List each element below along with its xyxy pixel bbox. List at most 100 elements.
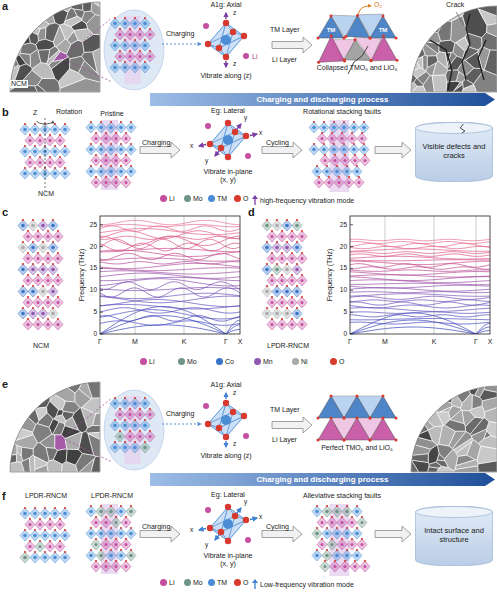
particle-cross-section	[416, 19, 430, 33]
crystal-structure	[143, 402, 147, 406]
crystal-structure	[53, 172, 57, 176]
crystal-structure	[115, 521, 118, 524]
crystal-structure	[95, 154, 97, 156]
crystal-structure	[331, 137, 334, 140]
particle-cross-section	[93, 2, 100, 7]
crystal-structure	[114, 397, 116, 399]
crystal-structure	[31, 290, 35, 294]
crystal-structure	[133, 424, 137, 428]
crystal-structure	[47, 230, 49, 232]
collapsed-octahedra	[317, 61, 320, 64]
crystal-structure	[364, 154, 366, 156]
crystal-structure	[44, 529, 46, 531]
crystal-structure	[22, 219, 24, 221]
crystal-structure	[326, 165, 328, 167]
crystal-structure	[50, 168, 60, 179]
crystal-structure	[321, 521, 324, 524]
axis-letter: z	[233, 60, 236, 67]
crystal-structure	[276, 263, 278, 265]
axis-tick: 0	[93, 330, 97, 337]
crystal-structure	[324, 159, 327, 162]
crystal-structure	[347, 517, 357, 528]
crystal-structure	[139, 408, 141, 410]
legend-text: Mn	[263, 358, 273, 365]
crystal-structure	[33, 319, 43, 330]
crystal-structure	[275, 290, 279, 294]
crystal-structure	[341, 543, 344, 546]
crystal-structure	[144, 39, 146, 41]
crystal-structure	[35, 541, 45, 552]
crystal-structure	[286, 219, 288, 221]
crystal-structure	[145, 431, 155, 442]
crystal-structure	[334, 560, 336, 562]
crystal-structure	[325, 554, 329, 558]
crystal-structure	[89, 532, 93, 536]
crystal-structure	[363, 121, 365, 123]
crystal-structure	[59, 545, 62, 548]
axis-tick: M	[132, 338, 138, 346]
perfect-octahedra	[318, 418, 344, 440]
particle-cross-section	[17, 446, 22, 457]
crystal-structure	[116, 550, 126, 561]
particle-cross-section	[476, 6, 497, 16]
crystal-structure	[124, 419, 126, 421]
crystal-structure	[27, 274, 29, 276]
crystal-structure	[291, 252, 293, 254]
crystal-structure	[286, 241, 288, 243]
axis-letter: y	[244, 114, 247, 121]
crystal-structure	[115, 159, 118, 162]
crystal-structure	[281, 252, 283, 254]
crystal-structure	[120, 18, 130, 29]
crystal-structure	[135, 51, 145, 62]
outcome-block: Visible defects and cracks	[415, 122, 493, 182]
crystal-structure	[321, 137, 324, 140]
crystal-structure	[34, 123, 36, 125]
crystal-structure	[95, 159, 98, 162]
crystal-structure	[47, 279, 50, 282]
particle-cross-section	[23, 19, 36, 32]
crystal-structure	[295, 224, 299, 228]
particle-cross-section	[438, 6, 467, 21]
legend-item: Mo	[184, 195, 203, 202]
crystal-structure	[125, 521, 128, 524]
crystal-structure	[113, 22, 117, 26]
crystal-structure	[105, 560, 107, 562]
crystal-structure	[57, 257, 60, 260]
particle-cross-section	[65, 432, 82, 449]
collapsed-octahedra	[318, 16, 344, 38]
crystal-structure	[266, 307, 268, 309]
legend-text: O	[243, 579, 248, 586]
crystal-structure	[350, 561, 360, 572]
node-text: Intact surface and structure	[420, 527, 488, 544]
particle-cross-section	[421, 410, 443, 427]
crystal-structure	[333, 121, 335, 123]
crystal-structure	[130, 398, 140, 409]
legend-swatch	[254, 358, 261, 365]
atom-label: TM	[327, 27, 336, 34]
crystal-structure	[354, 565, 357, 568]
crystal-structure	[364, 159, 367, 162]
crystal-structure	[149, 28, 151, 30]
particle-cross-section	[416, 57, 423, 69]
octahedron-model	[241, 33, 247, 39]
crystal-structure	[41, 224, 45, 228]
process-arrow	[375, 142, 411, 158]
crystal-structure	[25, 157, 35, 168]
crystal-structure	[352, 550, 362, 561]
crystal-structure	[282, 220, 292, 231]
phonon-dispersion-plot	[100, 236, 240, 245]
crystal-structure	[120, 62, 130, 73]
crystal-structure	[322, 506, 332, 517]
crystal-structure	[332, 550, 342, 561]
crystal-structure	[38, 264, 48, 275]
crystal-structure	[301, 279, 304, 282]
crystal-structure	[282, 286, 292, 297]
crystal-structure	[59, 156, 61, 158]
crystal-structure	[96, 528, 106, 539]
crystal-structure	[123, 44, 127, 48]
crystal-structure	[339, 144, 349, 155]
crystal-structure	[35, 519, 45, 530]
particle-cross-section	[28, 382, 51, 395]
crystal-structure	[109, 126, 113, 130]
crystal-structure	[126, 166, 136, 177]
